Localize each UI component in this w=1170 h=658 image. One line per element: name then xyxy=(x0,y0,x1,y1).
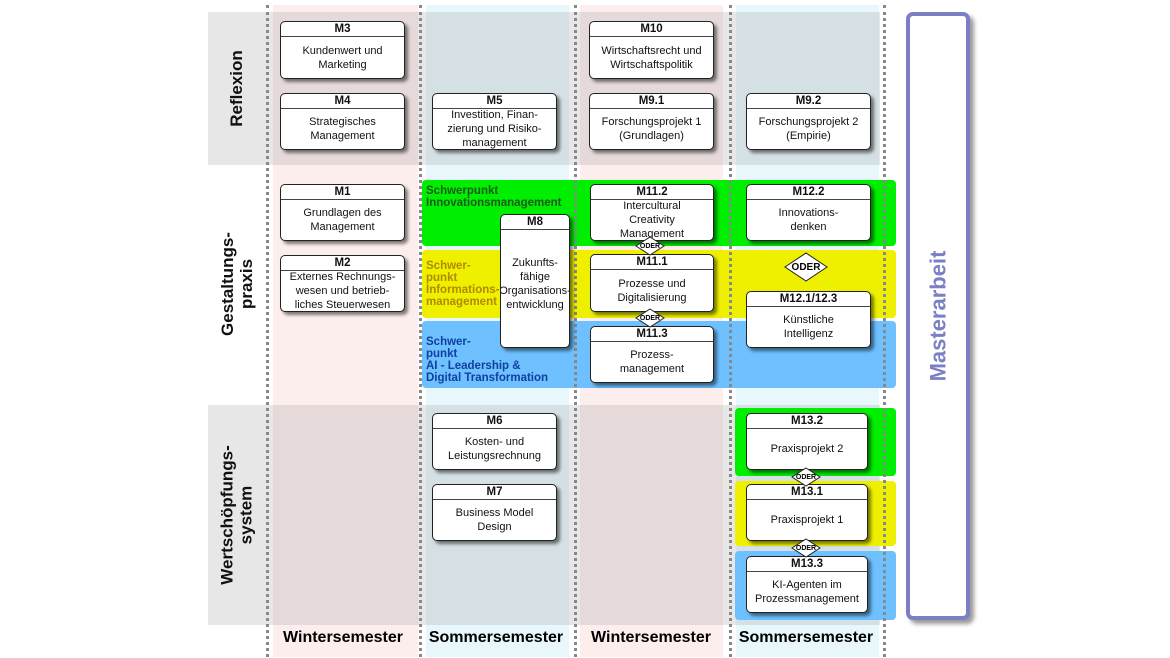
oder-diamond: ODER xyxy=(791,538,821,558)
oder-label: ODER xyxy=(795,473,817,481)
divider xyxy=(266,5,269,657)
row-label-wertschoepfungssystem: Wertschöpfungs- system xyxy=(217,445,256,585)
module-title: Praxisprojekt 2 xyxy=(770,443,844,455)
module-code: M13.2 xyxy=(747,414,867,429)
module-title: Prozesse und Digitalisierung xyxy=(617,277,687,304)
oder-diamond: ODER xyxy=(784,252,828,282)
module-title: Intercultural Creativity Management xyxy=(619,200,685,240)
semester-label: Wintersemester xyxy=(591,629,711,646)
module-code: M1 xyxy=(281,185,404,200)
module-title: Strategisches Management xyxy=(309,116,376,142)
module-title: Business Model Design xyxy=(455,507,534,533)
module-title: Künstliche Intelligenz xyxy=(783,314,834,340)
module-title: Wirtschaftsrecht und Wirtschaftspolitik xyxy=(601,44,702,71)
module-code: M5 xyxy=(433,94,556,109)
masterarbeit-label: Masterarbeit xyxy=(925,250,950,382)
module-title: Investition, Finan- zierung und Risiko- … xyxy=(447,109,542,149)
band-label-information: Schwer- punkt Informations- management xyxy=(426,260,500,308)
module-code: M9.1 xyxy=(590,94,713,109)
module-code: M3 xyxy=(281,22,404,37)
module-code: M6 xyxy=(433,414,556,429)
oder-diamond: ODER xyxy=(791,467,821,487)
semester-label: Sommersemester xyxy=(738,629,874,646)
oder-label: ODER xyxy=(639,314,661,322)
module-code: M11.1 xyxy=(591,255,713,270)
module-title: Kosten- und Leistungsrechnung xyxy=(448,436,541,462)
divider xyxy=(574,5,577,657)
module-code: M12.1/12.3 xyxy=(747,292,870,307)
module-code: M11.2 xyxy=(591,185,713,200)
module-code: M7 xyxy=(433,485,556,500)
divider xyxy=(883,5,886,657)
module-code: M10 xyxy=(590,22,713,37)
oder-label: ODER xyxy=(639,242,661,250)
divider xyxy=(729,5,732,657)
row-label-gestaltungspraxis: Gestaltungs- praxis xyxy=(217,232,256,336)
band-label-innovation: Schwerpunkt Innovationsmanagement xyxy=(426,185,562,209)
module-code: M2 xyxy=(281,256,404,271)
masterarbeit-box[interactable]: Masterarbeit xyxy=(906,12,970,620)
oder-label: ODER xyxy=(791,261,821,273)
oder-label: ODER xyxy=(795,544,817,552)
module-title: Kundenwert und Marketing xyxy=(302,44,383,71)
module-title: Zukunfts- fähige Organisations- entwickl… xyxy=(500,257,570,311)
module-title: Grundlagen des Management xyxy=(303,207,382,233)
module-code: M11.3 xyxy=(591,327,713,342)
semester-label: Sommersemester xyxy=(428,629,564,646)
oder-diamond: ODER xyxy=(635,236,665,256)
module-code: M13.1 xyxy=(747,485,867,500)
module-code: M9.2 xyxy=(747,94,870,109)
module-title: Prozess- management xyxy=(619,349,685,375)
module-title: Innovations- denken xyxy=(778,207,839,233)
band-label-ai: Schwer- punkt AI - Leadership & Digital … xyxy=(426,336,549,384)
oder-diamond: ODER xyxy=(635,308,665,328)
module-title: Praxisprojekt 1 xyxy=(770,514,844,526)
module-title: KI-Agenten im Prozessmanagement xyxy=(755,579,859,605)
module-title: Externes Rechnungs- wesen und betrieb- l… xyxy=(289,271,396,311)
module-code: M8 xyxy=(501,215,569,230)
module-code: M13.3 xyxy=(747,557,867,572)
module-title: Forschungsprojekt 2 (Empirie) xyxy=(758,116,859,142)
module-title: Forschungsprojekt 1 (Grundlagen) xyxy=(601,116,702,142)
module-code: M4 xyxy=(281,94,404,109)
divider xyxy=(419,5,422,657)
module-code: M12.2 xyxy=(747,185,870,200)
row-label-reflexion: Reflexion xyxy=(227,50,246,127)
semester-label: Wintersemester xyxy=(283,629,403,646)
